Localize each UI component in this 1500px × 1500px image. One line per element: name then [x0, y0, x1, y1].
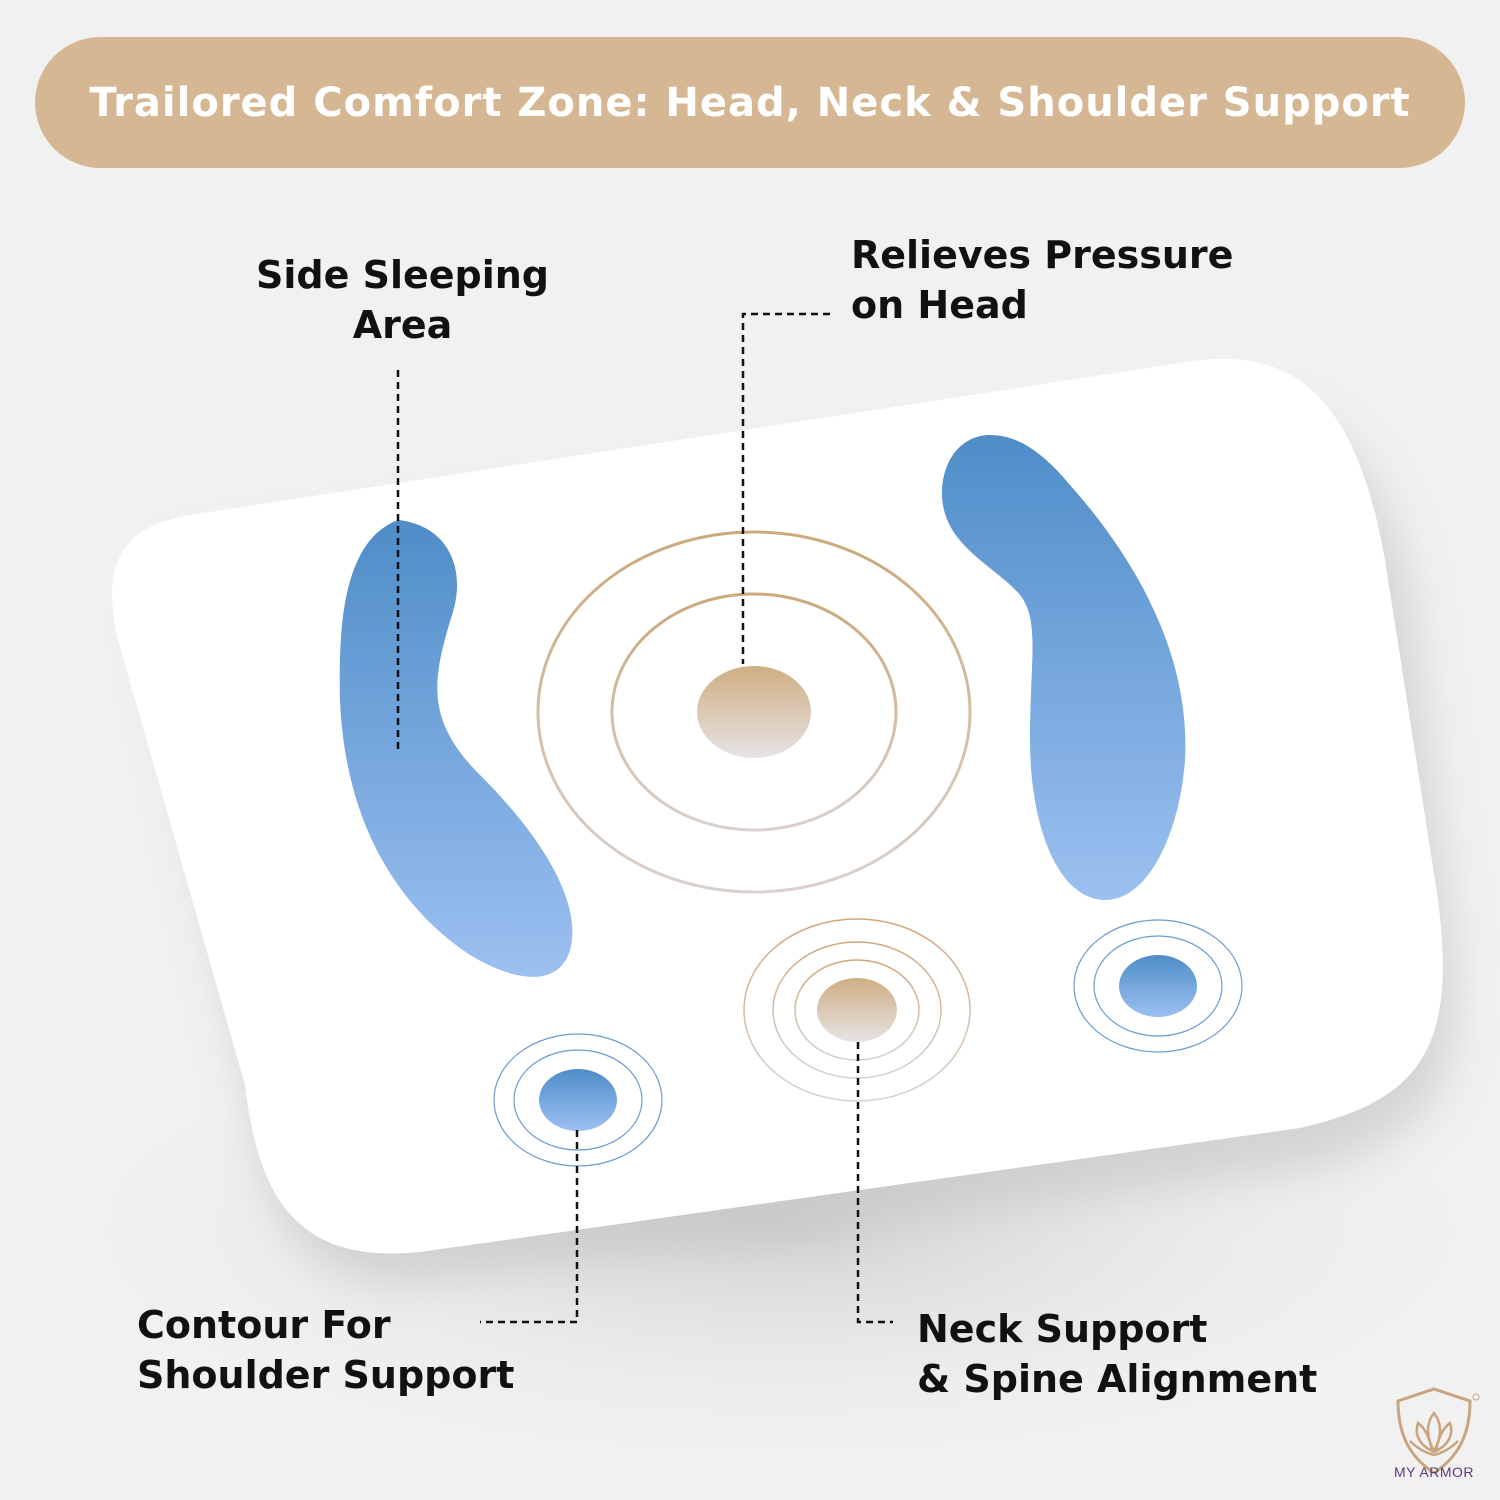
pillow-body [112, 358, 1443, 1254]
side-sleeping-zone-right [941, 435, 1186, 900]
callout-pressure-line2: on Head [851, 283, 1028, 327]
callout-side-sleeping-line2: Area [352, 303, 453, 347]
callout-neck-line1: Neck Support [917, 1307, 1208, 1351]
page-title: Trailored Comfort Zone: Head, Neck & Sho… [89, 79, 1411, 126]
callout-shoulder-line1: Contour For [137, 1303, 391, 1347]
callout-shoulder: Contour For Shoulder Support [137, 1300, 514, 1400]
shoulder-ring-right-inner [1093, 935, 1223, 1037]
head-ring-inner [610, 592, 898, 832]
lotus-shield-icon [1396, 1387, 1480, 1475]
head-ring-outer [536, 530, 972, 894]
shoulder-zone-left [539, 1069, 617, 1131]
callout-shoulder-line2: Shoulder Support [137, 1353, 515, 1397]
callout-side-sleeping-line1: Side Sleeping [255, 253, 549, 297]
callout-pressure-line1: Relieves Pressure [851, 233, 1234, 277]
title-banner: Trailored Comfort Zone: Head, Neck & Sho… [35, 37, 1465, 168]
brand-name: MY ARMOR [1394, 1464, 1474, 1480]
leader-shoulder [480, 1130, 579, 1324]
shoulder-zone-right [1119, 955, 1197, 1017]
head-pressure-zone [697, 666, 811, 758]
neck-support-zone [817, 978, 897, 1042]
leader-pressure [741, 312, 830, 664]
shoulder-ring-right-outer [1073, 919, 1243, 1053]
shoulder-ring-left-inner [513, 1049, 643, 1151]
callout-pressure: Relieves Pressure on Head [851, 230, 1233, 330]
callout-neck-line2: & Spine Alignment [917, 1357, 1318, 1401]
callout-side-sleeping: Side Sleeping Area [230, 250, 575, 350]
leader-neck [856, 1042, 893, 1324]
neck-ring-outer [743, 918, 971, 1102]
callout-neck: Neck Support & Spine Alignment [917, 1304, 1317, 1404]
